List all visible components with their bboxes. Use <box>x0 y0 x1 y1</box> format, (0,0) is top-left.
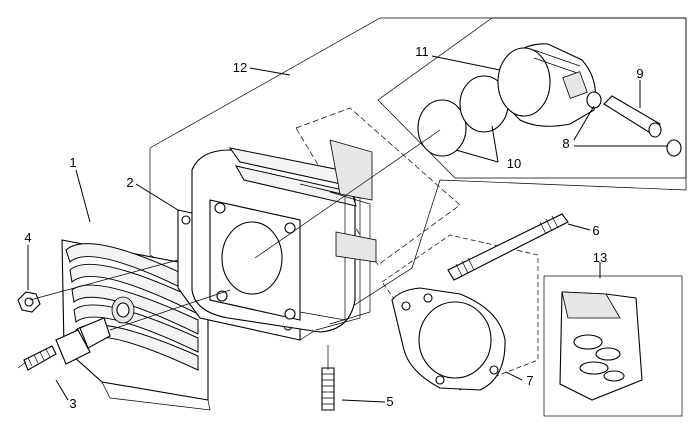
gasket-dashed-frame <box>381 234 539 391</box>
spark-plug <box>17 317 111 371</box>
callout-4: 4 <box>24 230 31 245</box>
callout-3: 3 <box>69 396 76 411</box>
callout-11: 11 <box>415 44 429 59</box>
base-gasket <box>391 287 506 391</box>
callout-9: 9 <box>636 66 643 81</box>
cylinder-dashed-frame <box>295 107 461 266</box>
explode-lines <box>29 129 441 370</box>
callout-2: 2 <box>126 175 133 190</box>
callout-6: 6 <box>592 223 599 238</box>
nut <box>17 291 41 313</box>
callout-7: 7 <box>526 373 533 388</box>
cylinder-body <box>191 139 377 333</box>
piston-rings <box>417 75 509 157</box>
callout-13: 13 <box>593 250 607 265</box>
piston-kit-frame <box>377 17 687 179</box>
stud-long <box>447 213 569 281</box>
callout-12: 12 <box>233 60 247 75</box>
callout-1: 1 <box>69 155 76 170</box>
circlips <box>586 91 682 157</box>
piston <box>497 43 597 127</box>
stud-short <box>321 367 335 411</box>
piston-pin <box>603 95 662 138</box>
gasket-kit-box <box>543 275 683 417</box>
callout-10: 10 <box>507 156 521 171</box>
callout-8: 8 <box>562 136 569 151</box>
callout-5: 5 <box>386 394 393 409</box>
callout-labels: 1 2 3 4 5 6 7 8 9 10 11 12 13 <box>24 44 643 411</box>
leader-lines <box>27 55 668 403</box>
